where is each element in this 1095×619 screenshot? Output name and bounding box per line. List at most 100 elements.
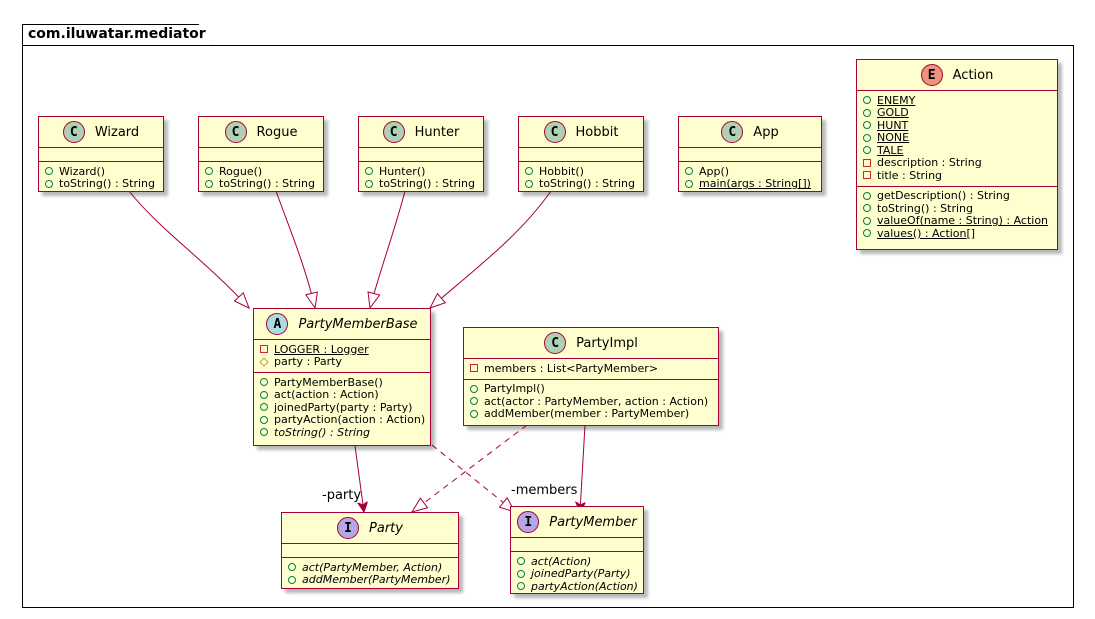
fields-section: ENEMY GOLD HUNT NONE TALE description : …: [857, 90, 1057, 186]
method: act(action : Action): [274, 388, 379, 402]
package-name: com.iluwatar.mediator: [28, 26, 206, 42]
fields-section: [39, 147, 163, 161]
class-hobbit[interactable]: C Hobbit Hobbit() toString() : String: [518, 116, 644, 192]
class-badge-icon: C: [721, 121, 744, 143]
methods-section: Hobbit() toString() : String: [519, 161, 643, 194]
public-icon: [517, 582, 525, 591]
method: partyAction(Action): [531, 579, 638, 593]
members-role-label: -members: [511, 483, 578, 498]
public-icon: [525, 179, 533, 188]
public-icon: [260, 378, 268, 387]
enum-constant: GOLD: [877, 106, 909, 120]
public-icon: [288, 563, 296, 572]
methods-section: getDescription() : String toString() : S…: [857, 185, 1057, 244]
methods-section: App() main(args : String[]): [679, 161, 821, 194]
private-icon: [260, 345, 268, 354]
fields-section: [282, 543, 458, 557]
method: getDescription() : String: [877, 189, 1010, 203]
method: toString() : String: [877, 201, 973, 215]
method: Hobbit(): [539, 164, 584, 178]
public-icon: [863, 204, 871, 213]
edge-impl-implements-party: [410, 424, 528, 513]
public-icon: [525, 167, 533, 176]
method: toString() : String: [219, 177, 315, 191]
class-name: App: [753, 124, 779, 140]
public-icon: [685, 179, 693, 188]
edge-hobbit-extends-base: [428, 190, 552, 309]
field: description : String: [877, 156, 982, 170]
fields-section: [519, 147, 643, 161]
public-icon: [863, 216, 871, 225]
public-icon: [685, 167, 693, 176]
methods-section: Wizard() toString() : String: [39, 161, 163, 194]
public-icon: [863, 133, 871, 142]
methods-section: act(Action) joinedParty(Party) partyActi…: [511, 551, 643, 597]
class-name: Action: [952, 67, 994, 83]
method: act(Action): [531, 554, 592, 568]
public-icon: [45, 167, 53, 176]
method: addMember(member : PartyMember): [484, 407, 690, 421]
method: Hunter(): [379, 164, 426, 178]
public-icon: [470, 397, 478, 406]
public-icon: [517, 557, 525, 566]
public-icon: [470, 384, 478, 393]
public-icon: [260, 390, 268, 399]
interface-badge-icon: I: [517, 511, 540, 533]
class-badge-icon: C: [543, 121, 566, 143]
edge-impl-assoc-partymember: [580, 424, 585, 512]
interface-party-member[interactable]: I PartyMember act(Action) joinedParty(Par…: [510, 506, 644, 594]
class-app[interactable]: C App App() main(args : String[]): [678, 116, 822, 192]
method: valueOf(name : String) : Action: [877, 214, 1049, 228]
method: PartyImpl(): [484, 382, 545, 396]
method: joinedParty(party : Party): [274, 400, 413, 414]
class-name: Hobbit: [575, 124, 619, 140]
public-icon: [863, 229, 871, 238]
fields-section: [511, 537, 643, 551]
public-icon: [260, 415, 268, 424]
method: toString() : String: [59, 177, 155, 191]
method: main(args : String[]): [699, 177, 811, 191]
edge-base-implements-partymember: [431, 444, 517, 513]
method: addMember(PartyMember): [302, 573, 451, 587]
public-icon: [288, 575, 296, 584]
class-party-member-base[interactable]: A PartyMemberBase LOGGER : Logger party :…: [253, 308, 431, 446]
private-icon: [470, 364, 478, 373]
abstract-badge-icon: A: [266, 313, 289, 335]
private-icon: [863, 158, 871, 167]
package-frame: [22, 45, 1074, 608]
class-badge-icon: C: [382, 121, 405, 143]
public-icon: [260, 403, 268, 412]
fields-section: LOGGER : Logger party : Party: [254, 339, 430, 372]
fields-section: [679, 147, 821, 161]
method: toString() : String: [274, 425, 370, 439]
public-icon: [365, 179, 373, 188]
class-name: PartyMemberBase: [298, 316, 418, 332]
fields-section: [199, 147, 323, 161]
public-icon: [470, 409, 478, 418]
edge-wizard-extends-base: [128, 190, 250, 309]
field: title : String: [877, 168, 943, 182]
method: Rogue(): [219, 164, 263, 178]
method: joinedParty(Party): [531, 567, 631, 581]
class-name: PartyMember: [549, 514, 637, 530]
enum-constant: HUNT: [877, 118, 909, 132]
protected-icon: [259, 357, 269, 367]
field: LOGGER : Logger: [274, 342, 369, 356]
public-icon: [45, 179, 53, 188]
fields-section: [359, 147, 483, 161]
methods-section: Hunter() toString() : String: [359, 161, 483, 194]
party-role-label: -party: [322, 488, 362, 503]
fields-section: members : List<PartyMember>: [464, 358, 718, 379]
enum-constant: ENEMY: [877, 93, 916, 107]
method: toString() : String: [539, 177, 635, 191]
method: Wizard(): [59, 164, 106, 178]
class-name: Wizard: [94, 124, 140, 140]
